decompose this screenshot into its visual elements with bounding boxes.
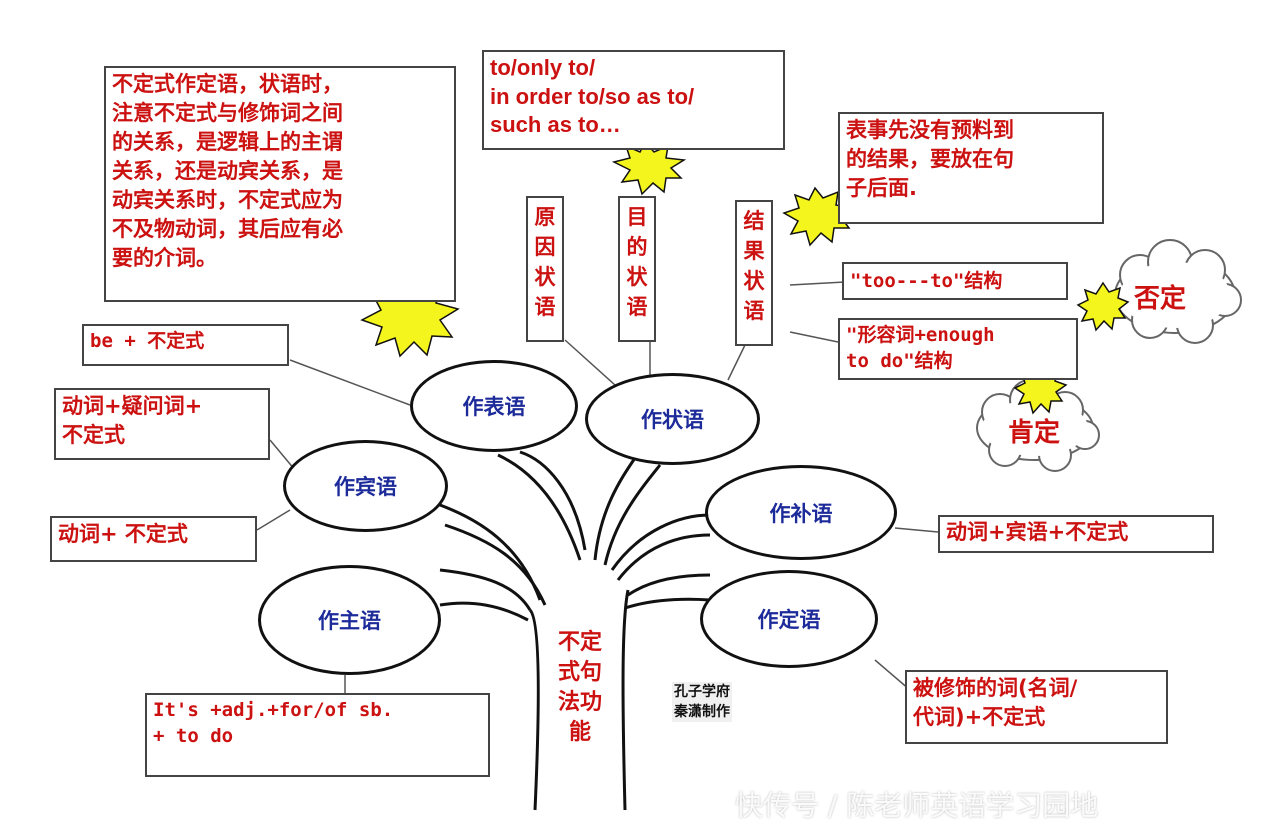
branch-attributive-lower — [624, 597, 711, 610]
branch-subject-upper — [439, 568, 532, 611]
starburst-result — [782, 186, 854, 247]
watermark: 快传号 / 陈老师英语学习园地 — [735, 789, 1099, 822]
branch-attributive-upper — [627, 573, 711, 597]
oval-adverbial: 作状语 — [585, 373, 760, 465]
branch-adverbial-right — [603, 464, 662, 566]
label-purpose-adverbial: 目的状语 — [618, 196, 656, 342]
branch-complement-lower — [616, 533, 711, 581]
note-logic-relation: 不定式作定语，状语时， 注意不定式与修饰词之间 的关系，是逻辑上的主谓 关系，还… — [104, 66, 456, 302]
branch-adverbial-left — [593, 457, 637, 561]
note-its-pattern: It's +adj.+for/of sb. + to do — [145, 693, 490, 777]
branch-subject-lower — [439, 601, 529, 622]
note-too-to: "too---to"结构 — [842, 262, 1068, 300]
oval-object: 作宾语 — [283, 440, 448, 532]
connector-enough — [789, 331, 839, 343]
credit-line-1: 孔子学府 — [674, 684, 730, 700]
oval-attributive: 作定语 — [700, 570, 878, 668]
connector-attributive — [874, 659, 911, 691]
branch-object-lower — [444, 523, 547, 606]
connector-too — [789, 281, 846, 286]
oval-subject: 作主语 — [258, 565, 441, 675]
trunk-label: 不定式句法功能 — [557, 630, 602, 745]
trunk-right-edge — [621, 589, 630, 811]
note-attributive-pattern: 被修饰的词(名词/ 代词)+不定式 — [905, 670, 1168, 744]
starburst-purpose — [611, 140, 687, 196]
connector-result — [727, 344, 746, 381]
note-result-unexpected: 表事先没有预料到 的结果，要放在句 子后面. — [838, 112, 1104, 224]
note-enough-to: "形容词+enough to do"结构 — [838, 318, 1078, 380]
connector-be — [289, 359, 411, 406]
note-complement-pattern: 动词+宾语+不定式 — [938, 515, 1214, 553]
oval-predicative: 作表语 — [410, 360, 578, 452]
author-credit: 孔子学府 秦潇制作 — [672, 682, 732, 722]
label-reason-adverbial: 原因状语 — [526, 196, 564, 342]
cloud-negative-shape — [1114, 239, 1242, 344]
connector-verb-inf — [256, 509, 291, 531]
connector-reason — [564, 339, 616, 386]
note-be-infinitive: be + 不定式 — [82, 324, 289, 366]
cloud-affirmative-shape — [976, 379, 1100, 472]
note-verb-wh-infinitive: 动词+疑问词+ 不定式 — [54, 388, 270, 460]
oval-complement: 作补语 — [705, 465, 897, 560]
credit-line-2: 秦潇制作 — [674, 704, 730, 720]
note-purpose-phrases: to/only to/ in order to/so as to/ such a… — [482, 50, 785, 150]
trunk-left-edge — [528, 608, 540, 811]
cloud-label-affirmative: 肯定 — [1008, 418, 1061, 448]
note-verb-infinitive: 动词+ 不定式 — [50, 516, 257, 562]
branch-object-upper — [439, 503, 542, 601]
starburst-negative — [1076, 281, 1130, 332]
connector-complement — [894, 527, 939, 533]
branch-predicative-right — [519, 450, 587, 551]
cloud-label-negative: 否定 — [1134, 284, 1187, 314]
branch-complement-upper — [610, 513, 711, 571]
branch-predicative-left — [497, 453, 582, 561]
label-result-adverbial: 结果状语 — [735, 200, 773, 346]
